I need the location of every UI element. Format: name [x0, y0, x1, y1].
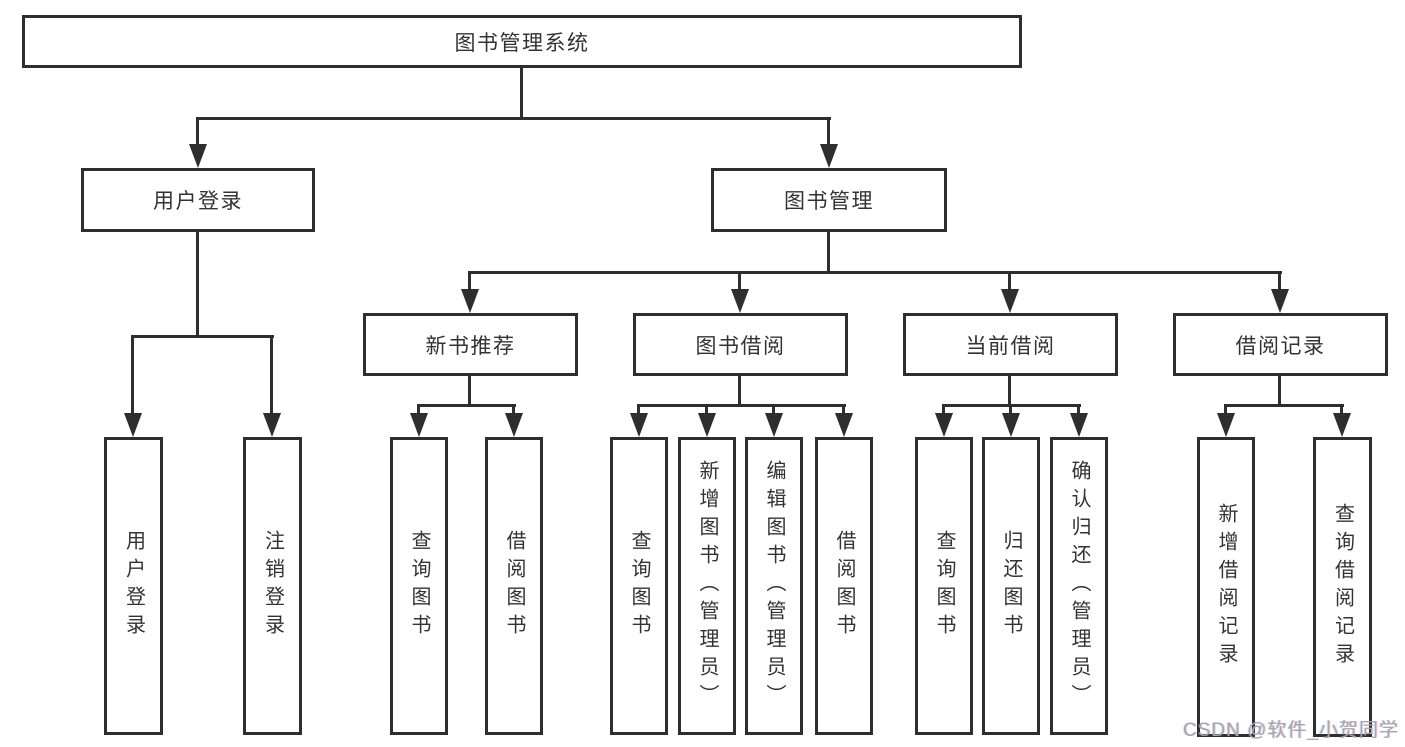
- leaf-query-books-recommend: 查询图书: [390, 437, 448, 735]
- leaf-query-books-current: 查询图书: [915, 437, 973, 735]
- node-label: 借阅记录: [1235, 334, 1326, 358]
- arrowhead-down: [1070, 413, 1088, 437]
- connector-line: [827, 117, 830, 147]
- leaf-label: 新增借阅记录: [1215, 503, 1237, 671]
- node-book-borrowing: 图书借阅: [633, 313, 848, 376]
- node-label: 当前借阅: [965, 334, 1056, 358]
- connector-line: [1224, 404, 1227, 416]
- leaf-add-borrow-record: 新增借阅记录: [1197, 437, 1255, 737]
- node-label: 图书管理: [784, 190, 874, 213]
- leaf-label: 借阅图书: [503, 530, 525, 642]
- connector-line: [417, 404, 516, 407]
- arrowhead-down: [1217, 413, 1235, 437]
- connector-line: [738, 376, 741, 407]
- connector-line: [772, 404, 775, 416]
- leaf-label: 查询图书: [933, 530, 955, 642]
- connector-line: [738, 271, 741, 292]
- arrowhead-down: [1002, 413, 1020, 437]
- leaf-label: 用户登录: [122, 530, 145, 642]
- leaf-edit-books-admin: 编辑图书（管理员）: [745, 437, 803, 735]
- connector-line: [196, 232, 199, 338]
- leaf-query-books-borrowing: 查询图书: [610, 437, 668, 735]
- connector-line: [827, 232, 830, 274]
- node-library-management-system: 图书管理系统: [22, 15, 1022, 68]
- arrowhead-down: [505, 413, 523, 437]
- connector-line: [637, 404, 640, 416]
- connector-line: [270, 335, 273, 416]
- connector-line: [417, 404, 420, 416]
- csdn-watermark: CSDN @软件_小贺同学: [1183, 720, 1399, 741]
- connector-line: [1278, 271, 1281, 292]
- connector-line: [1077, 404, 1080, 416]
- leaf-label: 借阅图书: [833, 530, 855, 642]
- node-label: 图书借阅: [695, 334, 786, 358]
- leaf-add-books-admin: 新增图书（管理员）: [678, 437, 736, 735]
- arrowhead-down: [263, 413, 281, 437]
- leaf-logout: 注销登录: [243, 437, 302, 735]
- node-borrowing-records: 借阅记录: [1173, 313, 1388, 376]
- arrowhead-down: [410, 413, 428, 437]
- arrowhead-down: [1333, 413, 1351, 437]
- connector-line: [131, 335, 134, 416]
- leaf-borrow-books-recommend: 借阅图书: [485, 437, 543, 735]
- arrowhead-down: [189, 144, 207, 168]
- leaf-label: 新增图书（管理员）: [696, 460, 718, 712]
- arrowhead-down: [765, 413, 783, 437]
- arrowhead-down: [1001, 289, 1019, 313]
- leaf-label: 查询图书: [408, 530, 430, 642]
- node-book-management: 图书管理: [711, 168, 947, 232]
- connector-line: [196, 117, 831, 120]
- arrowhead-down: [124, 413, 142, 437]
- leaf-label: 归还图书: [1000, 530, 1022, 642]
- connector-line: [468, 271, 1282, 274]
- connector-line: [1340, 404, 1343, 416]
- arrowhead-down: [731, 289, 749, 313]
- connector-line: [705, 404, 708, 416]
- leaf-user-login: 用户登录: [104, 437, 163, 735]
- arrowhead-down: [461, 289, 479, 313]
- node-label: 用户登录: [153, 190, 243, 213]
- connector-line: [637, 404, 846, 407]
- arrowhead-down: [630, 413, 648, 437]
- node-new-book-recommendation: 新书推荐: [363, 313, 578, 376]
- arrowhead-down: [820, 144, 838, 168]
- node-label: 新书推荐: [425, 334, 516, 358]
- connector-line: [468, 271, 471, 292]
- connector-line: [1009, 404, 1012, 416]
- leaf-confirm-return-admin: 确认归还（管理员）: [1050, 437, 1108, 735]
- connector-line: [132, 335, 274, 338]
- leaf-label: 查询借阅记录: [1331, 503, 1354, 671]
- leaf-borrow-books: 借阅图书: [815, 437, 873, 735]
- connector-line: [1008, 271, 1011, 292]
- node-user-login: 用户登录: [81, 168, 315, 232]
- connector-line: [1224, 404, 1344, 407]
- arrowhead-down: [935, 413, 953, 437]
- leaf-query-borrow-record: 查询借阅记录: [1313, 437, 1372, 737]
- connector-line: [196, 117, 199, 147]
- arrowhead-down: [698, 413, 716, 437]
- leaf-label: 查询图书: [628, 530, 650, 642]
- connector-line: [468, 376, 471, 407]
- connector-line: [512, 404, 515, 416]
- node-current-borrowing: 当前借阅: [903, 313, 1118, 376]
- leaf-return-books: 归还图书: [982, 437, 1040, 735]
- connector-line: [942, 404, 945, 416]
- arrowhead-down: [835, 413, 853, 437]
- leaf-label: 编辑图书（管理员）: [763, 460, 785, 712]
- connector-line: [1278, 376, 1281, 407]
- leaf-label: 确认归还（管理员）: [1068, 460, 1090, 712]
- connector-line: [842, 404, 845, 416]
- connector-line: [520, 68, 523, 119]
- leaf-label: 注销登录: [261, 530, 284, 642]
- node-label: 图书管理系统: [454, 31, 590, 55]
- connector-line: [1008, 376, 1011, 407]
- arrowhead-down: [1271, 289, 1289, 313]
